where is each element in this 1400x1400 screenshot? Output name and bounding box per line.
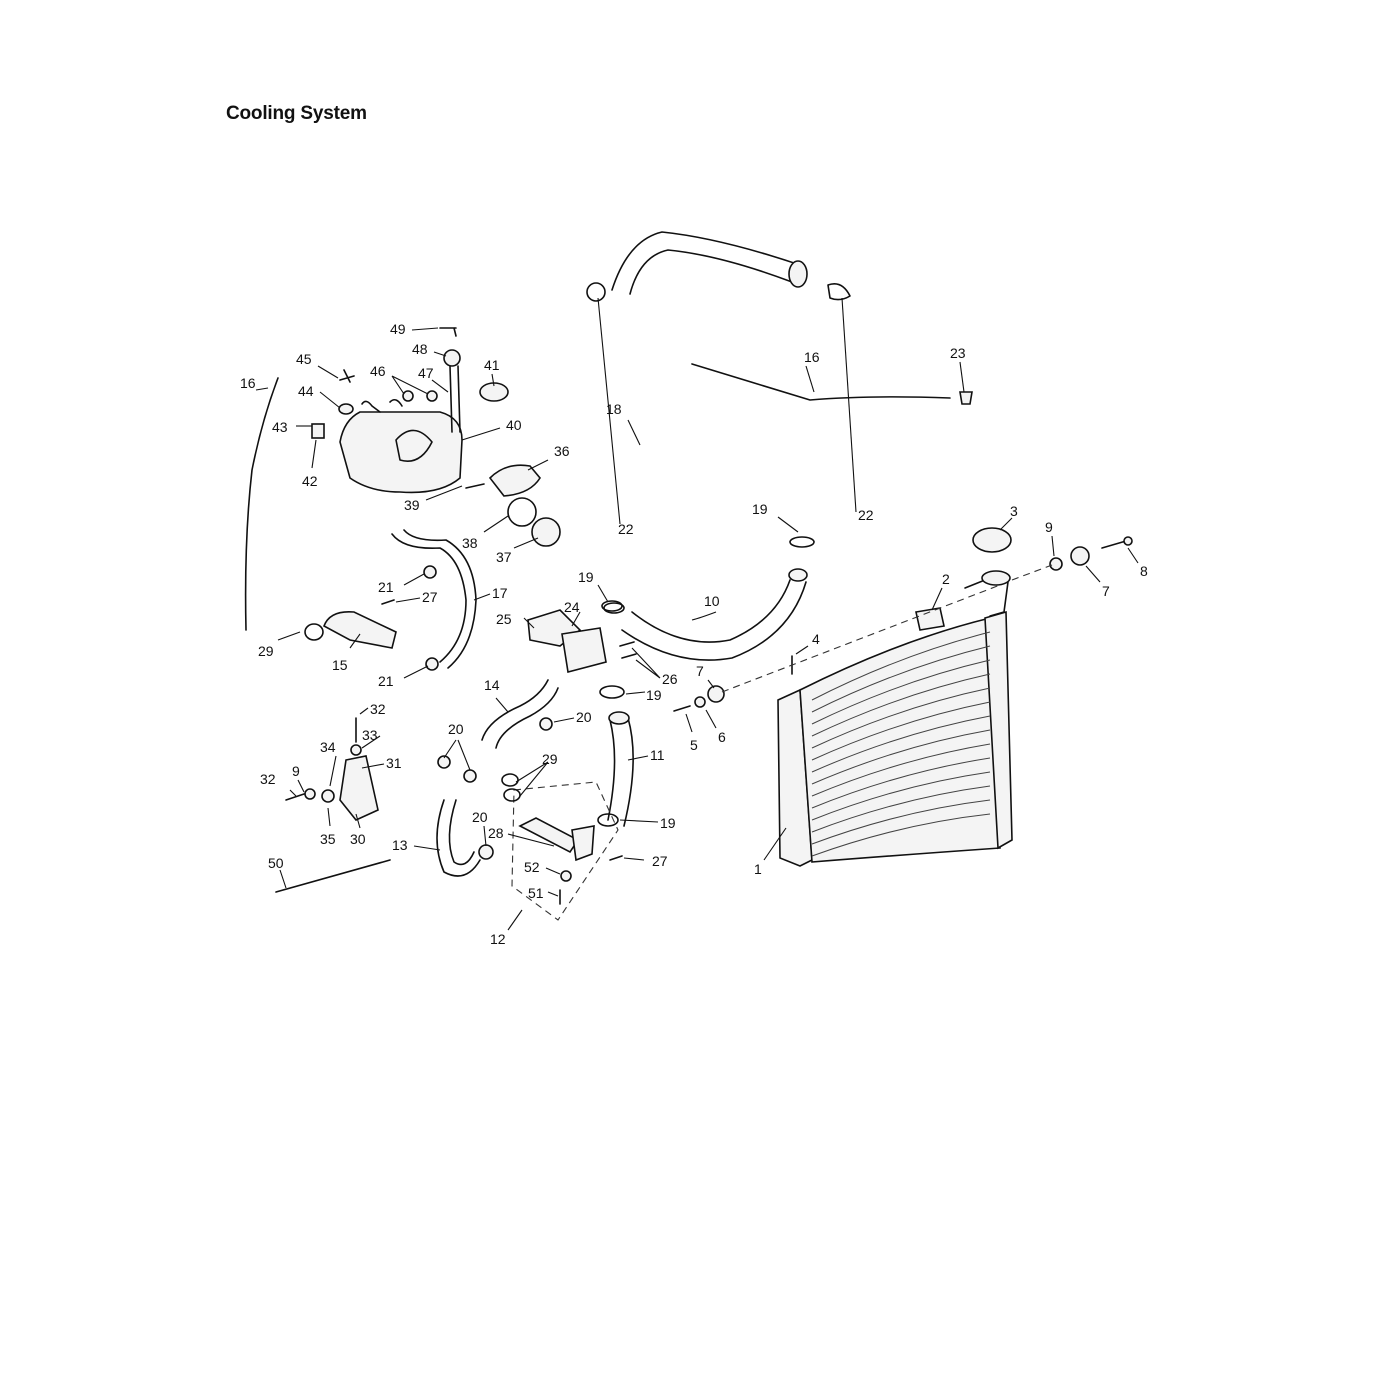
callout-label: 6 bbox=[718, 729, 726, 745]
callout-label: 21 bbox=[378, 673, 394, 689]
radiator bbox=[777, 570, 1013, 867]
overflow-hose bbox=[691, 363, 951, 401]
callout-label: 20 bbox=[576, 709, 592, 725]
callout-label: 49 bbox=[390, 321, 406, 337]
callout-label: 19 bbox=[646, 687, 662, 703]
callout-label: 22 bbox=[858, 507, 874, 523]
callout-label: 38 bbox=[462, 535, 478, 551]
callout-label: 15 bbox=[332, 657, 348, 673]
callout-label: 16 bbox=[804, 349, 820, 365]
callout-label: 4 bbox=[812, 631, 820, 647]
callout-label: 24 bbox=[564, 599, 580, 615]
callout-label: 29 bbox=[542, 751, 558, 767]
callout-label: 32 bbox=[260, 771, 276, 787]
expansion-tank bbox=[339, 398, 463, 494]
callout-label: 5 bbox=[690, 737, 698, 753]
callout-label: 8 bbox=[1140, 563, 1148, 579]
radiator-bracket bbox=[915, 607, 945, 631]
callout-label: 26 bbox=[662, 671, 678, 687]
bottom-hose bbox=[631, 579, 791, 643]
callout-label: 45 bbox=[296, 351, 312, 367]
callout-label: 43 bbox=[272, 419, 288, 435]
callout-label: 31 bbox=[386, 755, 402, 771]
parts-artwork bbox=[244, 231, 1133, 921]
callout-label: 19 bbox=[660, 815, 676, 831]
callout-label: 2 bbox=[942, 571, 950, 587]
callout-label: 37 bbox=[496, 549, 512, 565]
callout-label: 32 bbox=[370, 701, 386, 717]
callout-label: 9 bbox=[1045, 519, 1053, 535]
callout-label: 11 bbox=[650, 747, 665, 763]
page-title: Cooling System bbox=[226, 103, 367, 124]
top-hose bbox=[611, 231, 801, 291]
callout-label: 10 bbox=[704, 593, 720, 609]
callout-label: 1 bbox=[754, 861, 762, 877]
callout-label: 3 bbox=[1010, 503, 1018, 519]
overflow-hose bbox=[244, 377, 279, 631]
callout-label: 20 bbox=[472, 809, 488, 825]
callout-labels: 1 2 3 4 5 6 7 7 8 9 9 10 11 12 13 14 15 … bbox=[240, 321, 1148, 947]
callout-label: 14 bbox=[484, 677, 500, 693]
callout-label: 22 bbox=[618, 521, 634, 537]
callout-label: 7 bbox=[1102, 583, 1110, 599]
callout-label: 36 bbox=[554, 443, 570, 459]
callout-label: 50 bbox=[268, 855, 284, 871]
callout-label: 44 bbox=[298, 383, 314, 399]
callout-label: 19 bbox=[578, 569, 594, 585]
callout-label: 42 bbox=[302, 473, 318, 489]
callout-label: 39 bbox=[404, 497, 420, 513]
callout-label: 46 bbox=[370, 363, 386, 379]
callout-label: 41 bbox=[484, 357, 500, 373]
callout-label: 9 bbox=[292, 763, 300, 779]
callout-label: 23 bbox=[950, 345, 966, 361]
callout-label: 47 bbox=[418, 365, 434, 381]
callout-label: 28 bbox=[488, 825, 504, 841]
callout-label: 18 bbox=[606, 401, 622, 417]
callout-label: 48 bbox=[412, 341, 428, 357]
callout-label: 7 bbox=[696, 663, 704, 679]
callout-label: 27 bbox=[422, 589, 438, 605]
callout-label: 27 bbox=[652, 853, 668, 869]
callout-label: 20 bbox=[448, 721, 464, 737]
callout-label: 13 bbox=[392, 837, 408, 853]
callout-label: 34 bbox=[320, 739, 336, 755]
callout-label: 40 bbox=[506, 417, 522, 433]
callout-label: 51 bbox=[528, 885, 544, 901]
callout-label: 33 bbox=[362, 727, 378, 743]
radiator-cap bbox=[972, 527, 1012, 553]
callout-label: 17 bbox=[492, 585, 508, 601]
bypass-hose bbox=[391, 533, 467, 663]
callout-label: 29 bbox=[258, 643, 274, 659]
leader-lines bbox=[255, 297, 1139, 931]
callout-label: 12 bbox=[490, 931, 506, 947]
callout-label: 30 bbox=[350, 831, 366, 847]
callout-label: 16 bbox=[240, 375, 256, 391]
callout-label: 52 bbox=[524, 859, 540, 875]
callout-label: 19 bbox=[752, 501, 768, 517]
callout-label: 21 bbox=[378, 579, 394, 595]
callout-label: 35 bbox=[320, 831, 336, 847]
callout-label: 25 bbox=[496, 611, 512, 627]
